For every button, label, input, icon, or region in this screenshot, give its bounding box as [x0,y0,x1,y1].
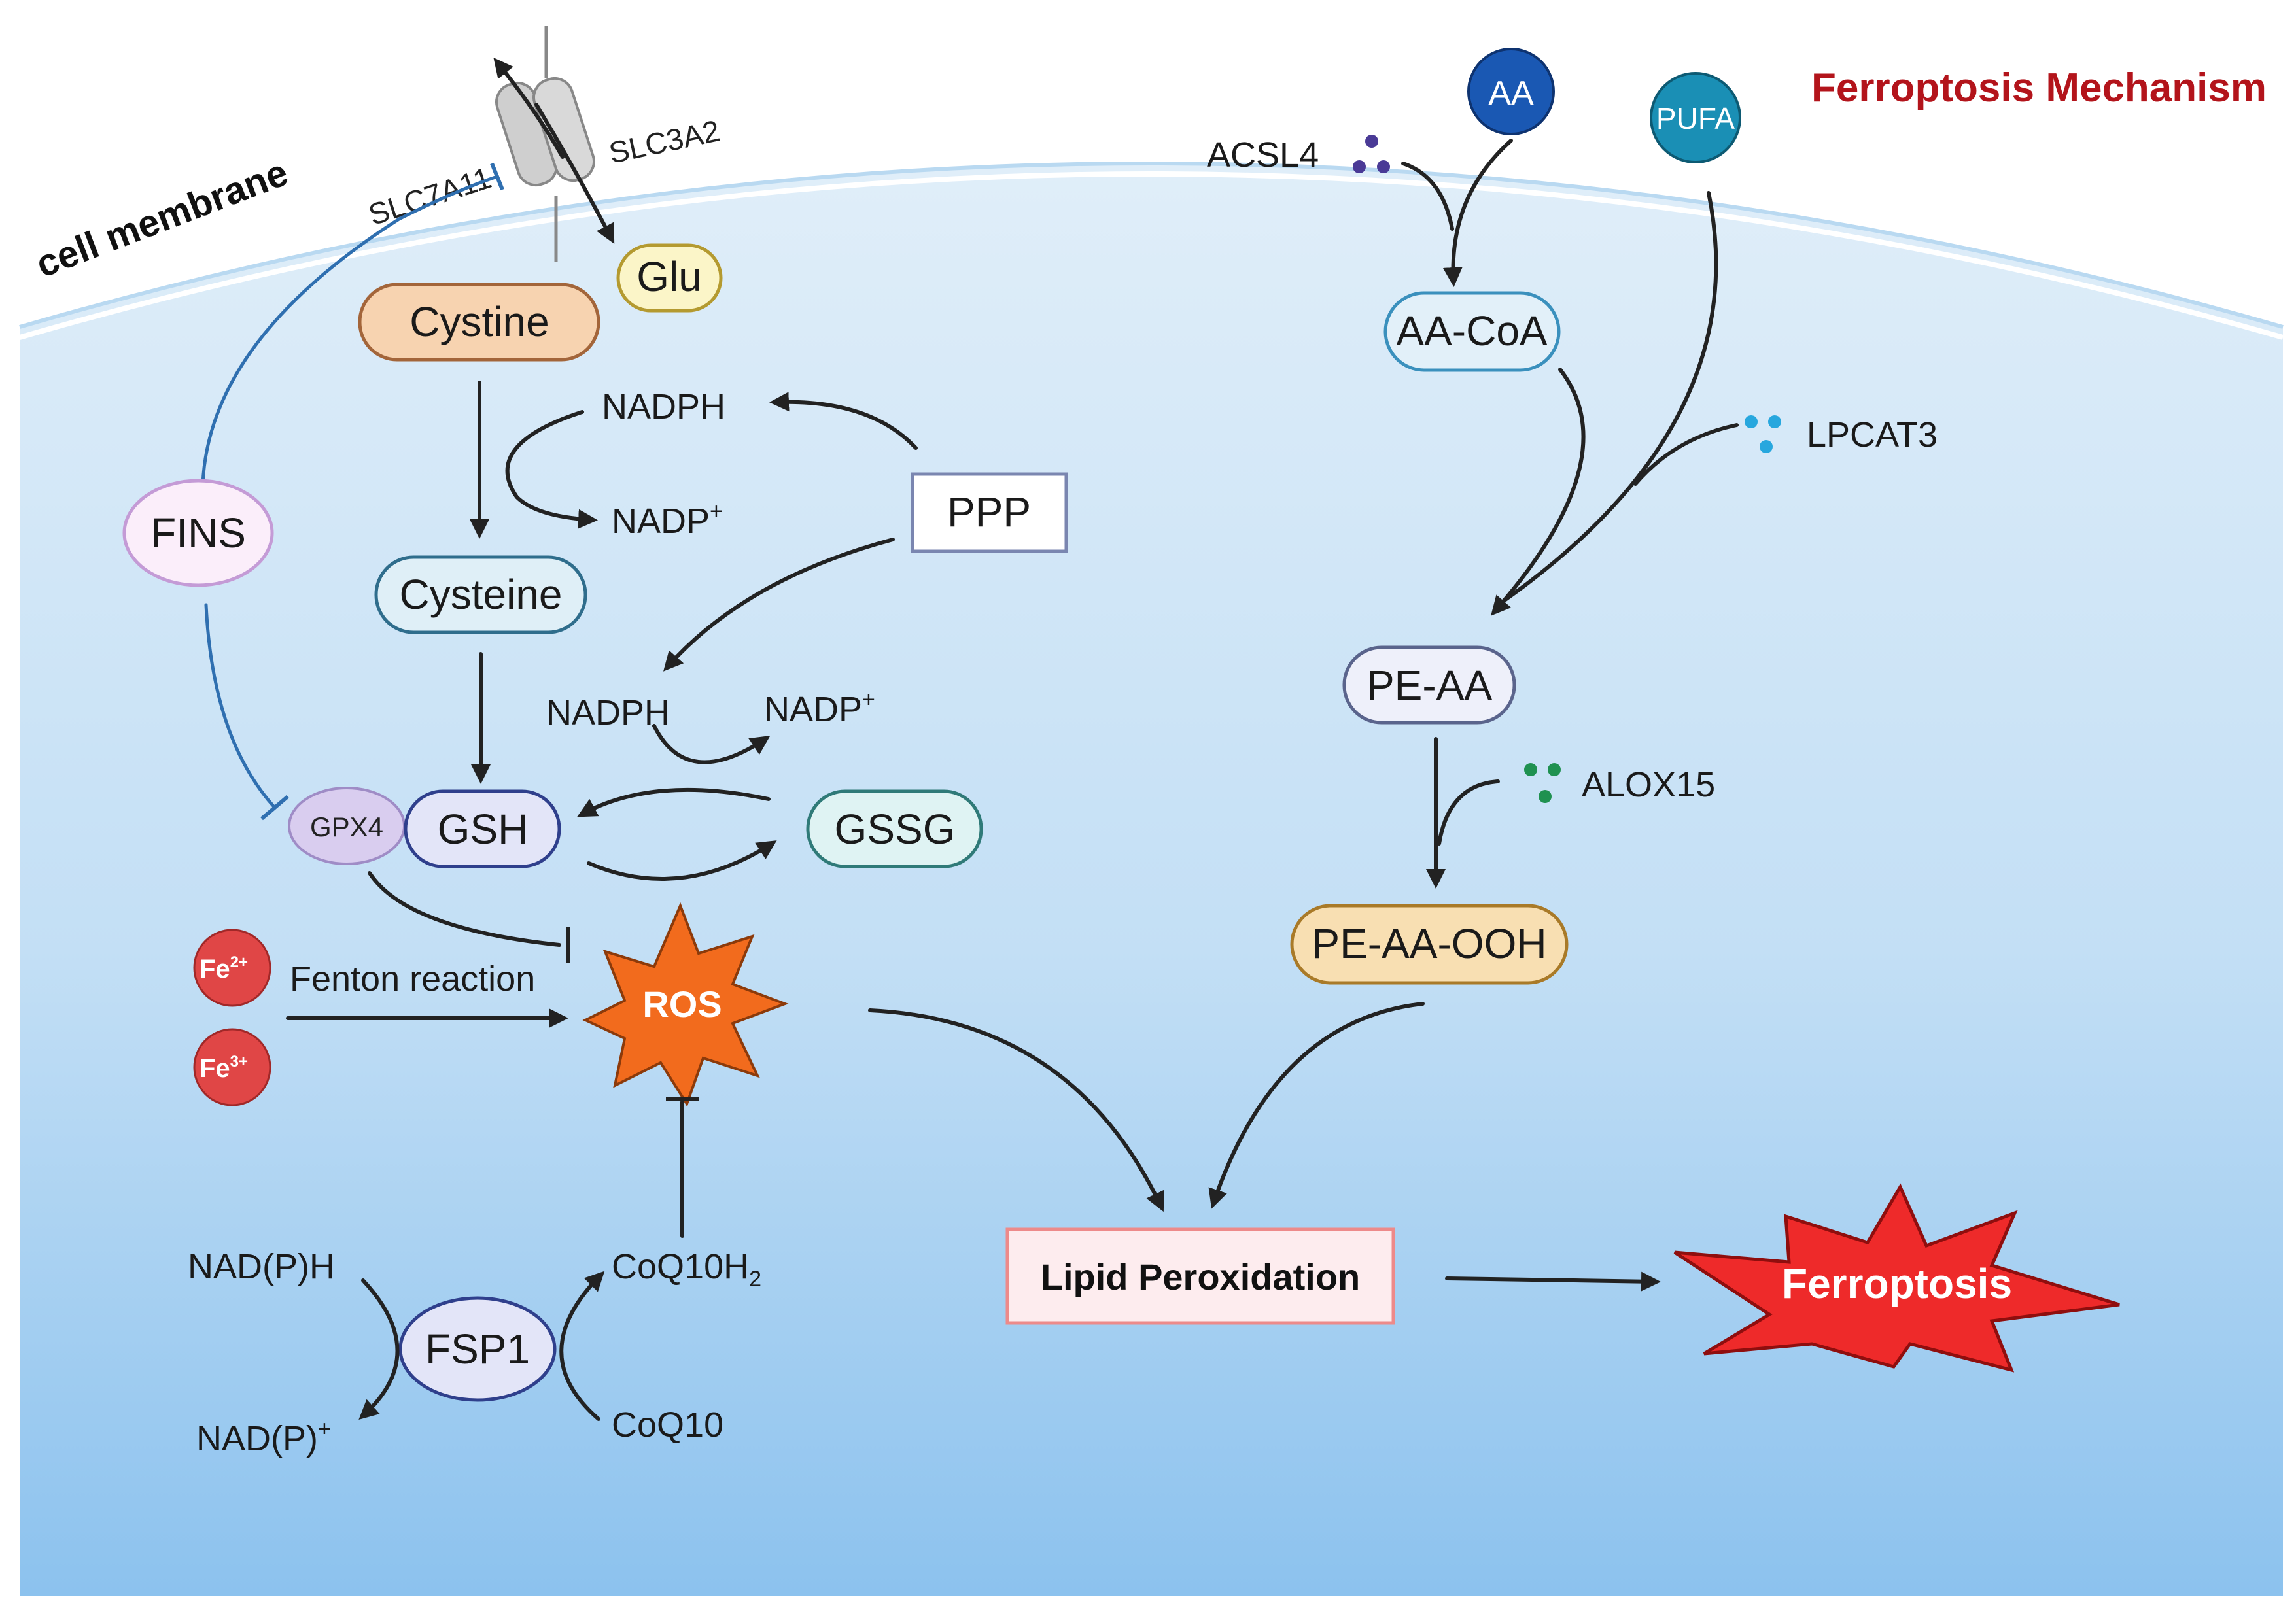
svg-text:Cystine: Cystine [409,298,549,345]
coq10-label: CoQ10 [612,1405,723,1445]
gsh-node: GSH [404,789,561,868]
nadp-mid: NADP+ [764,687,875,729]
acsl4-label: ACSL4 [1207,135,1319,175]
aa-coa-node: AA-CoA [1383,291,1561,372]
fins-to-slc7a11-inhibition [201,175,499,486]
svg-text:Ferroptosis: Ferroptosis [1782,1260,2012,1307]
svg-text:PE-AA-OOH: PE-AA-OOH [1312,920,1546,967]
fins-node: FINS [122,479,274,587]
gssg-node: GSSG [806,789,983,868]
fenton-label: Fenton reaction [290,959,535,999]
cystine-node: Cystine [358,283,600,362]
nadp-top: NADP+ [612,499,723,541]
svg-text:GSSG: GSSG [835,806,956,853]
cell-body [20,163,2283,1596]
alox15-dots [1524,763,1561,803]
fins-to-gpx4-inhibition [204,603,277,810]
lpcat3-dots [1745,415,1781,453]
gpx4-inhibits-ros [368,871,561,947]
fsp1-node: FSP1 [398,1296,557,1402]
nadph-fsp1: NAD(P)H [188,1247,335,1286]
lipid-peroxidation-box: Lipid Peroxidation [1005,1227,1395,1325]
cell-membrane-inner [18,171,2284,340]
pe-aa-node: PE-AA [1342,645,1516,725]
nadph-top: NADPH [602,387,725,426]
svg-text:AA: AA [1488,75,1534,112]
fe3-circle: Fe3+ [193,1028,271,1106]
svg-text:Cysteine: Cysteine [400,571,563,618]
svg-text:GSH: GSH [438,806,529,853]
svg-text:Lipid Peroxidation: Lipid Peroxidation [1041,1256,1360,1297]
svg-text:ROS: ROS [642,984,722,1025]
nadph-mid: NADPH [546,693,670,732]
svg-text:Glu: Glu [636,253,702,300]
lpcat3-label: LPCAT3 [1807,415,1938,454]
fe2-circle: Fe2+ [193,929,271,1007]
svg-text:Fe3+: Fe3+ [200,1053,248,1083]
ferroptosis-burst: Ferroptosis [1673,1183,2120,1373]
svg-text:PE-AA: PE-AA [1366,662,1492,709]
pe-aa-ooh-node: PE-AA-OOH [1290,904,1569,985]
svg-text:AA-CoA: AA-CoA [1396,307,1548,354]
cell-membrane-outer [19,162,2284,329]
gpx4-node: GPX4 [288,787,406,865]
transporter [493,26,615,262]
svg-text:FSP1: FSP1 [425,1326,530,1373]
glu-node: Glu [616,243,723,313]
coq10h2-label: CoQ10H2 [612,1247,761,1292]
title: Ferroptosis Mechanism [1811,65,2267,111]
ppp-node: PPP [911,472,1068,553]
nadp-fsp1: NAD(P)+ [196,1416,331,1458]
svg-text:PUFA: PUFA [1656,101,1735,135]
alox15-label: ALOX15 [1582,765,1715,804]
svg-text:PPP: PPP [947,488,1031,536]
ros-burst: ROS [582,902,789,1107]
svg-text:GPX4: GPX4 [310,812,383,842]
cysteine-node: Cysteine [374,555,587,634]
slc3a2-label: SLC3A2 [606,113,722,169]
acsl4-dots [1353,135,1390,173]
pufa-circle: PUFA [1650,72,1741,163]
svg-text:FINS: FINS [150,509,246,557]
aa-circle: AA [1467,48,1555,135]
svg-text:Fe2+: Fe2+ [200,953,248,984]
